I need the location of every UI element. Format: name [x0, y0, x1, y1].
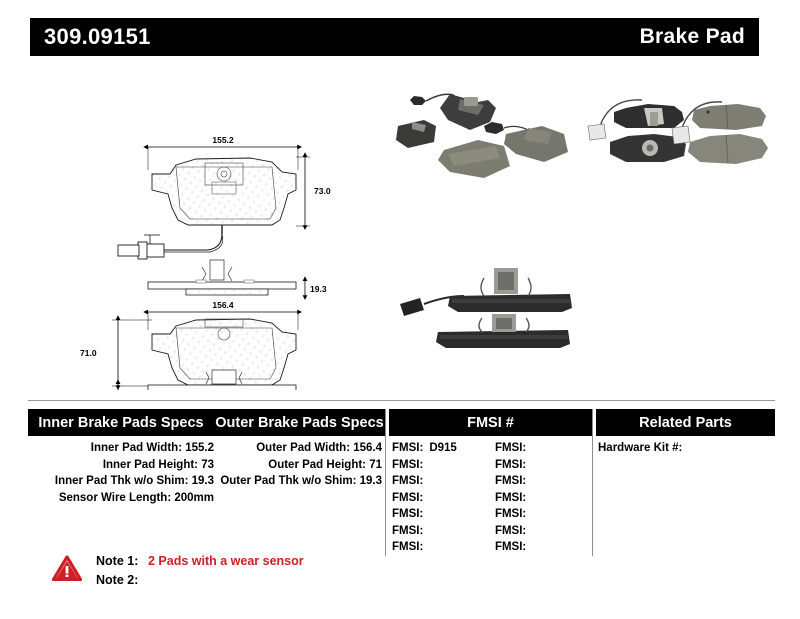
outer-specs-list: Outer Pad Width: 156.4 Outer Pad Height:…: [214, 440, 382, 490]
related-part-row: Hardware Kit #:: [598, 442, 683, 454]
column-divider-related: [592, 409, 593, 556]
drawings-and-photos-area: S 155.2 73.0: [0, 62, 800, 392]
fmsi-label: FMSI:: [494, 458, 527, 471]
brake-pad-photo-angled-set: [396, 93, 568, 178]
fmsi-label: FMSI:: [494, 541, 527, 553]
inner-spec-row: Inner Pad Height: 73: [102, 458, 214, 471]
fmsi-label: FMSI:: [494, 491, 527, 504]
fmsi-row: FMSI:: [392, 506, 495, 523]
notes-text-block: Note 1: 2 Pads with a wear sensor Note 2…: [96, 552, 304, 590]
note-1-label: Note 1:: [96, 554, 139, 568]
inner-thickness-dimension-text: 19.3: [310, 284, 327, 294]
fmsi-value: [423, 525, 429, 537]
note-1-row: Note 1: 2 Pads with a wear sensor: [96, 552, 304, 571]
inner-height-dimension-text: 73.0: [314, 186, 331, 196]
column-header-outer-specs: Outer Brake Pads Specs: [214, 409, 385, 436]
fmsi-value: [526, 541, 532, 553]
fmsi-row: FMSI:: [392, 490, 495, 507]
outer-spec-row: Outer Pad Height: 71: [268, 458, 382, 471]
technical-drawings-svg: S 155.2 73.0: [80, 135, 331, 390]
product-header-bar: 309.09151 Brake Pad: [30, 18, 759, 56]
outer-height-dimension-text: 71.0: [80, 348, 97, 358]
fmsi-label: FMSI:: [494, 524, 527, 537]
note-1-value: 2 Pads with a wear sensor: [148, 554, 304, 568]
fmsi-row: FMSI:: [495, 473, 590, 490]
table-body: Inner Pad Width: 155.2 Inner Pad Height:…: [28, 409, 775, 556]
fmsi-row: FMSI:: [495, 440, 590, 457]
fmsi-label: FMSI:: [392, 458, 424, 471]
fmsi-value: [526, 508, 532, 520]
fmsi-row: FMSI: D915: [392, 440, 495, 457]
table-header-row: Inner Brake Pads Specs Outer Brake Pads …: [28, 409, 775, 436]
note-2-row: Note 2:: [96, 571, 304, 590]
fmsi-row: FMSI:: [392, 457, 495, 474]
fmsi-value: [423, 541, 429, 553]
fmsi-value: [526, 459, 532, 471]
outer-thickness-dimension-text: 19.3: [84, 388, 101, 390]
fmsi-value: [423, 492, 429, 504]
brake-pad-photo-edge-pair: [400, 268, 572, 348]
fmsi-label: FMSI:: [392, 475, 424, 487]
inner-spec-row: Sensor Wire Length: 200mm: [58, 491, 214, 504]
fmsi-label: FMSI:: [392, 508, 424, 520]
warning-triangle-icon: [52, 555, 82, 581]
column-divider-fmsi: [385, 409, 386, 556]
outer-pad-drawing-group: 156.4 71.0: [80, 300, 302, 390]
fmsi-row: FMSI:: [495, 523, 590, 540]
column-header-fmsi: FMSI #: [389, 409, 592, 436]
inner-width-dimension-text: 155.2: [212, 135, 234, 145]
product-type-label: Brake Pad: [639, 25, 745, 48]
inner-pad-drawing-group: 155.2 73.0: [117, 135, 331, 300]
outer-pad-edge-view-svg: S 19.3: [84, 369, 297, 390]
fmsi-value: [423, 459, 429, 471]
fmsi-value: [526, 492, 532, 504]
fmsi-row: FMSI:: [495, 539, 590, 556]
fmsi-value: [526, 525, 532, 537]
brake-pad-photo-grid-set: [587, 99, 768, 164]
table-top-rule: [28, 400, 775, 401]
fmsi-label: FMSI:: [392, 491, 424, 504]
part-number: 309.09151: [44, 24, 151, 49]
fmsi-value: [423, 508, 429, 520]
inner-specs-list: Inner Pad Width: 155.2 Inner Pad Height:…: [28, 440, 214, 506]
header-gap-1: [385, 409, 389, 436]
related-parts-list: Hardware Kit #:: [598, 440, 682, 457]
note-2-label: Note 2:: [96, 573, 139, 587]
fmsi-label: FMSI:: [494, 442, 527, 454]
fmsi-label: FMSI:: [494, 475, 527, 487]
fmsi-list-left: FMSI: D915 FMSI: FMSI: FMSI: FMSI: FMSI:: [390, 440, 495, 556]
inner-spec-row: Inner Pad Thk w/o Shim: 19.3: [54, 475, 214, 487]
column-header-inner-specs: Inner Brake Pads Specs: [28, 409, 214, 436]
header-gap-2: [592, 409, 596, 436]
fmsi-value: [423, 475, 429, 487]
outer-spec-row: Outer Pad Thk w/o Shim: 19.3: [220, 475, 382, 487]
fmsi-value: [526, 442, 532, 454]
fmsi-row: FMSI:: [495, 506, 590, 523]
fmsi-row: FMSI:: [392, 539, 495, 556]
fmsi-row: FMSI:: [495, 490, 590, 507]
fmsi-label: FMSI:: [392, 541, 424, 553]
fmsi-row: FMSI:: [392, 473, 495, 490]
fmsi-lists: FMSI: D915 FMSI: FMSI: FMSI: FMSI: FMSI:: [390, 440, 590, 556]
fmsi-label: FMSI:: [392, 442, 424, 454]
fmsi-row: FMSI:: [495, 457, 590, 474]
fmsi-label: FMSI:: [494, 508, 527, 520]
inner-spec-row: Inner Pad Width: 155.2: [90, 442, 214, 454]
fmsi-value: D915: [429, 442, 457, 454]
outer-spec-row: Outer Pad Width: 156.4: [256, 442, 382, 454]
fmsi-row: FMSI:: [392, 523, 495, 540]
fmsi-label: FMSI:: [392, 524, 424, 537]
outer-width-dimension-text: 156.4: [212, 300, 234, 310]
fmsi-value: [526, 475, 532, 487]
column-header-related-parts: Related Parts: [596, 409, 775, 436]
fmsi-list-right: FMSI: FMSI: FMSI: FMSI: FMSI: FMSI:: [495, 440, 590, 556]
